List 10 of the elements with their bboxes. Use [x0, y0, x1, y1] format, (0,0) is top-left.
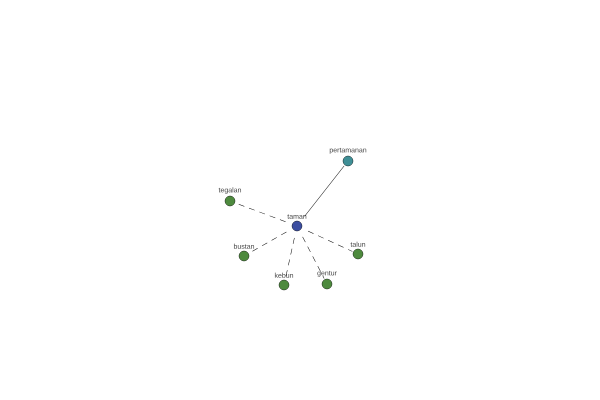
point-circle [238, 250, 250, 262]
point-circle [278, 280, 290, 290]
point-circle [322, 278, 332, 290]
connector-line [304, 166, 344, 217]
point-circle [292, 220, 302, 232]
connector-line [308, 230, 353, 252]
point-circle [352, 248, 364, 260]
point-circle [224, 196, 236, 206]
point-circle [342, 156, 354, 166]
connector-line [302, 236, 324, 279]
